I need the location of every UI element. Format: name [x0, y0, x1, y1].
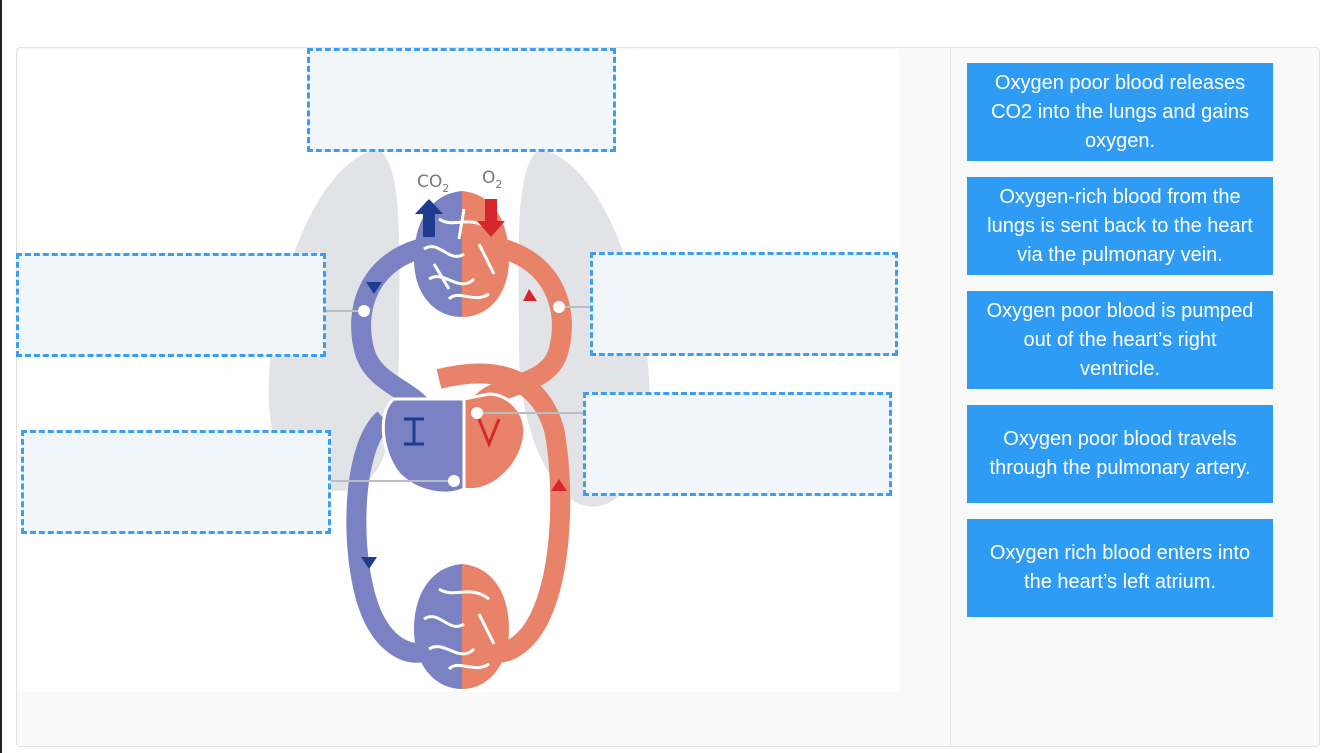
co2-label: CO2: [417, 172, 449, 195]
drop-zone-right-ventricle[interactable]: [21, 430, 331, 534]
option-lungs-gas-exchange[interactable]: Oxygen poor blood releases CO2 into the …: [967, 63, 1273, 161]
o2-label: O2: [482, 168, 502, 191]
window-edge: [0, 0, 2, 753]
column-divider: [950, 48, 951, 746]
body-capillaries: [414, 564, 509, 689]
drop-zone-pulmonary-artery[interactable]: [16, 253, 326, 357]
option-left-atrium[interactable]: Oxygen rich blood enters into the heart’…: [967, 519, 1273, 617]
drop-zone-lungs[interactable]: [307, 48, 616, 152]
option-pulmonary-artery[interactable]: Oxygen poor blood travels through the pu…: [967, 405, 1273, 503]
option-pulmonary-vein[interactable]: Oxygen-rich blood from the lungs is sent…: [967, 177, 1273, 275]
drop-zone-left-atrium[interactable]: [583, 392, 892, 496]
option-right-ventricle[interactable]: Oxygen poor blood is pumped out of the h…: [967, 291, 1273, 389]
drop-zone-pulmonary-vein[interactable]: [590, 252, 898, 356]
